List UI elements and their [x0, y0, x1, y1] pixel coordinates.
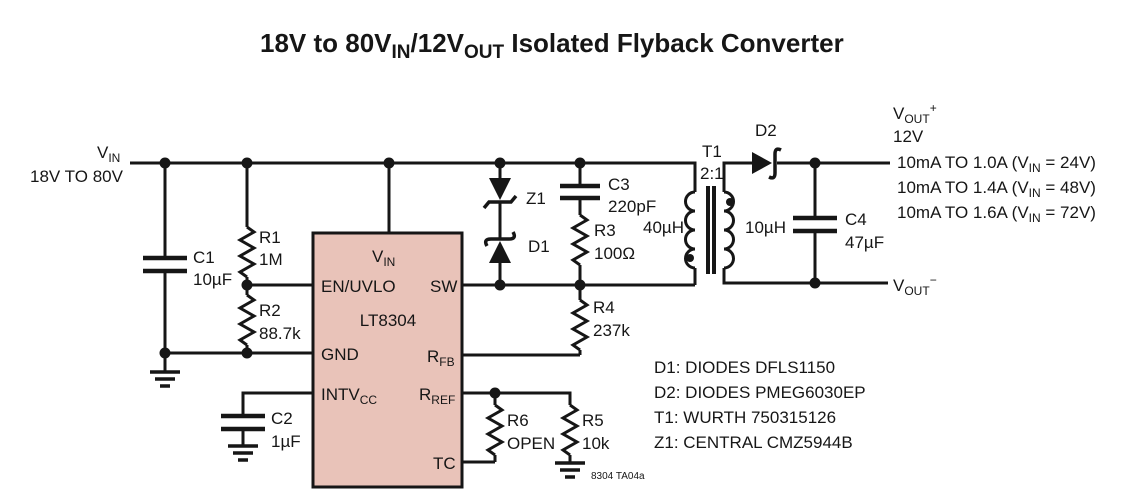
- ground-icon: [228, 444, 258, 462]
- c1-ref: C1: [193, 248, 215, 267]
- schottky-bar-icon: [483, 231, 517, 247]
- input-labels: VIN 18V TO 80V: [30, 143, 124, 186]
- c2-value: 1µF: [271, 432, 301, 451]
- zener-bar-icon: [482, 194, 518, 210]
- capacitor-icon: [560, 183, 600, 201]
- junction-dots: [159, 157, 821, 399]
- r2-value: 88.7k: [259, 324, 301, 343]
- r3-ref: R3: [594, 221, 616, 240]
- transformer-t1: T1 2:1 40µH 10µH: [643, 142, 786, 274]
- diode-icon: [752, 152, 772, 174]
- t1-secondary-inductance: 10µH: [745, 218, 786, 237]
- r4-value: 237k: [593, 321, 630, 340]
- ic-part-number: LT8304: [360, 311, 416, 330]
- resistor-icon: [559, 403, 581, 457]
- vout-plus-label: VOUT+: [893, 101, 937, 126]
- output-current-line: 10mA TO 1.4A (VIN = 48V): [897, 178, 1096, 200]
- note-t1: T1: WURTH 750315126: [654, 408, 836, 427]
- r5-ref: R5: [582, 411, 604, 430]
- diode-icon: [489, 241, 511, 263]
- output-current-line: 10mA TO 1.0A (VIN = 24V): [897, 153, 1096, 175]
- c3-ref: C3: [608, 175, 630, 194]
- resistor-r3: R3 100Ω: [569, 213, 635, 267]
- ic-pin-intvcc: INTVCC: [321, 385, 377, 407]
- capacitor-icon: [793, 215, 837, 234]
- component-notes: D1: DIODES DFLS1150 D2: DIODES PMEG6030E…: [654, 358, 866, 452]
- note-d2: D2: DIODES PMEG6030EP: [654, 383, 866, 402]
- output-labels: VOUT+ 12V 10mA TO 1.0A (VIN = 24V) 10mA …: [893, 101, 1096, 298]
- ic-lt8304: VIN EN/UVLO LT8304 GND INTVCC SW RFB RRE…: [311, 231, 464, 489]
- capacitor-c4: C4 47µF: [793, 210, 884, 252]
- r4-ref: R4: [593, 298, 615, 317]
- resistor-icon: [236, 293, 258, 347]
- vout-minus-label: VOUT−: [893, 273, 937, 298]
- ic-pin-vin: VIN: [372, 247, 395, 269]
- ic-body: [311, 231, 464, 489]
- resistor-icon: [484, 403, 506, 457]
- r6-ref: R6: [507, 411, 529, 430]
- resistor-icon: [569, 213, 591, 267]
- ic-pin-en-uvlo: EN/UVLO: [321, 277, 396, 296]
- t1-primary-inductance: 40µH: [643, 218, 684, 237]
- resistor-r4: R4 237k: [569, 298, 630, 352]
- zener-diode-icon: [489, 178, 511, 200]
- resistor-r2: R2 88.7k: [236, 293, 301, 347]
- note-d1: D1: DIODES DFLS1150: [654, 358, 835, 377]
- schottky-bar-icon: [768, 147, 782, 180]
- d2-ref: D2: [755, 121, 777, 140]
- ic-pin-rref: RREF: [419, 385, 455, 407]
- c2-ref: C2: [271, 409, 293, 428]
- ground-icon: [555, 461, 585, 479]
- resistor-icon: [569, 298, 591, 352]
- note-z1: Z1: CENTRAL CMZ5944B: [654, 433, 853, 452]
- capacitor-icon: [143, 255, 187, 274]
- primary-phase-dot: [686, 254, 694, 262]
- resistor-r1: R1 1M: [236, 225, 283, 279]
- c3-value: 220pF: [608, 197, 656, 216]
- r1-value: 1M: [259, 250, 283, 269]
- capacitor-c3: C3 220pF: [560, 175, 656, 216]
- output-current-line: 10mA TO 1.6A (VIN = 72V): [897, 203, 1096, 225]
- page-title: 18V to 80VIN/12VOUT Isolated Flyback Con…: [260, 28, 844, 63]
- ic-pin-gnd: GND: [321, 345, 359, 364]
- resistor-r5: R5 10k: [559, 403, 610, 457]
- primary-winding-icon: [684, 190, 696, 270]
- capacitor-c1: C1 10µF: [143, 248, 232, 289]
- resistor-icon: [236, 225, 258, 279]
- figure-id-footnote: 8304 TA04a: [591, 471, 645, 482]
- transformer-core-icon: [706, 186, 716, 274]
- secondary-phase-dot: [726, 198, 734, 206]
- r6-value: OPEN: [507, 434, 555, 453]
- ic-pin-tc: TC: [433, 454, 456, 473]
- z1-ref: Z1: [526, 189, 546, 208]
- capacitor-c2: C2 1µF: [221, 409, 301, 451]
- resistor-r6: R6 OPEN: [484, 403, 555, 457]
- r2-ref: R2: [259, 301, 281, 320]
- vin-label: VIN: [97, 143, 120, 165]
- r3-value: 100Ω: [594, 244, 635, 263]
- diode-d2: D2: [752, 121, 782, 180]
- zener-z1: Z1: [482, 178, 546, 210]
- vin-range-label: 18V TO 80V: [30, 167, 124, 186]
- ground-symbols: [150, 370, 585, 479]
- r5-value: 10k: [582, 434, 610, 453]
- output-voltage-label: 12V: [893, 127, 924, 146]
- d1-ref: D1: [528, 237, 550, 256]
- t1-ref: T1: [702, 142, 722, 161]
- capacitor-icon: [221, 413, 265, 432]
- c4-ref: C4: [845, 210, 867, 229]
- ground-icon: [150, 370, 180, 388]
- ic-pin-rfb: RFB: [427, 347, 455, 369]
- t1-ratio: 2:1: [700, 164, 724, 183]
- r1-ref: R1: [259, 228, 281, 247]
- c4-value: 47µF: [845, 233, 884, 252]
- c1-value: 10µF: [193, 270, 232, 289]
- ic-pin-sw: SW: [430, 277, 457, 296]
- secondary-winding-icon: [723, 190, 735, 270]
- diode-d1: D1: [483, 231, 550, 263]
